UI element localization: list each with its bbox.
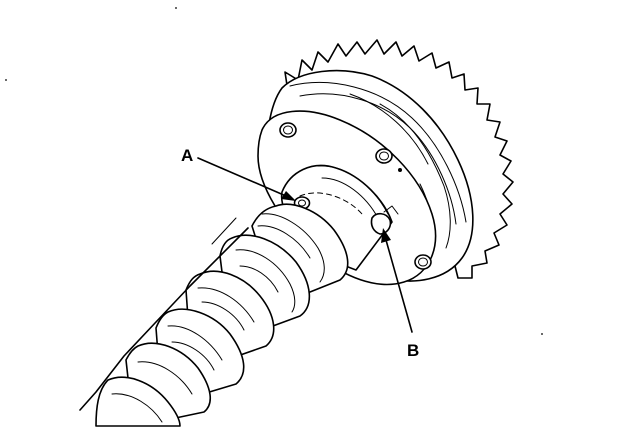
camshaft-body — [79, 203, 349, 427]
dowel-pin — [370, 212, 392, 235]
callout-label-a: A — [181, 146, 193, 165]
leader-a — [197, 157, 296, 201]
bolt-hole — [375, 148, 393, 164]
bolt-hole — [279, 122, 297, 138]
small-hole — [398, 168, 402, 172]
leader-b — [381, 228, 413, 333]
shaft-collar — [280, 164, 399, 271]
callout-label-b: B — [407, 341, 419, 360]
bolt-hole — [414, 254, 432, 270]
